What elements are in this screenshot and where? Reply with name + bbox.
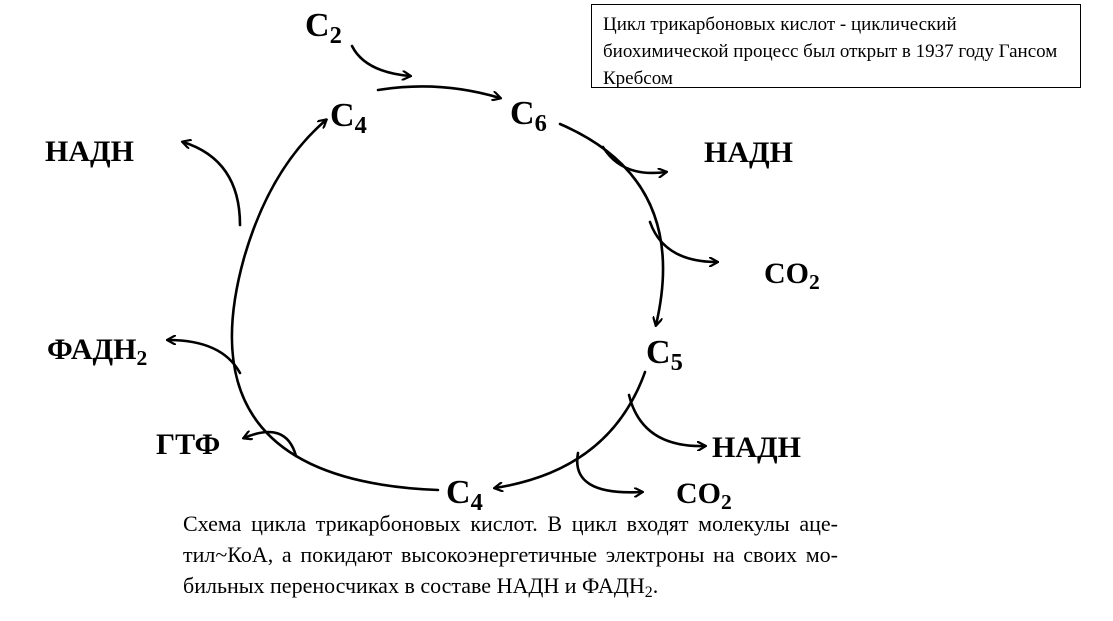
arrow-c5-to-c4-bottom — [495, 370, 647, 488]
arrow-c4-to-c6 — [376, 85, 500, 98]
product-co2-lower: CO2 — [676, 477, 732, 515]
arrow-c6-to-c5 — [558, 122, 665, 325]
info-box: Цикл трикарбоновых кислот - циклический … — [591, 4, 1081, 89]
arrow-to-nadh-left — [183, 142, 242, 227]
arrow-to-nadh-right-bottom — [627, 393, 705, 446]
node-c6: C6 — [510, 95, 547, 137]
node-c4-top: C4 — [330, 97, 367, 139]
caption-line-1: Схема цикла трикарбоновых кислот. В цикл… — [183, 511, 838, 536]
product-fadh2: ФАДН2 — [47, 333, 148, 371]
figure-caption: Схема цикла трикарбоновых кислот. В цикл… — [183, 508, 838, 601]
product-gtp: ГТФ — [156, 428, 221, 461]
caption-line-2: тил~КоА, а покидают высокоэнергетичные э… — [183, 542, 838, 567]
caption-line-3: бильных переносчиках в составе НАДН и ФА… — [183, 573, 659, 601]
product-co2-upper: CO2 — [764, 257, 820, 295]
arrow-to-nadh-right-top — [601, 145, 666, 173]
arrow-to-gtp — [244, 432, 298, 458]
arrow-c2-in — [350, 44, 410, 76]
arrow-to-co2-lower — [575, 451, 642, 492]
arrow-c4-bottom-to-c4-top — [230, 120, 440, 492]
arrow-to-fadh2 — [168, 340, 242, 375]
product-nadh-left: НАДН — [45, 135, 134, 168]
product-nadh-right-bottom: НАДН — [712, 431, 801, 464]
arrow-to-co2-upper — [648, 220, 717, 262]
node-c2: C2 — [305, 7, 342, 49]
node-c5: C5 — [646, 334, 683, 376]
node-c4-bottom: C4 — [446, 474, 483, 516]
info-box-text: Цикл трикарбоновых кислот - циклический … — [603, 14, 1058, 89]
product-nadh-right-top: НАДН — [704, 136, 793, 169]
